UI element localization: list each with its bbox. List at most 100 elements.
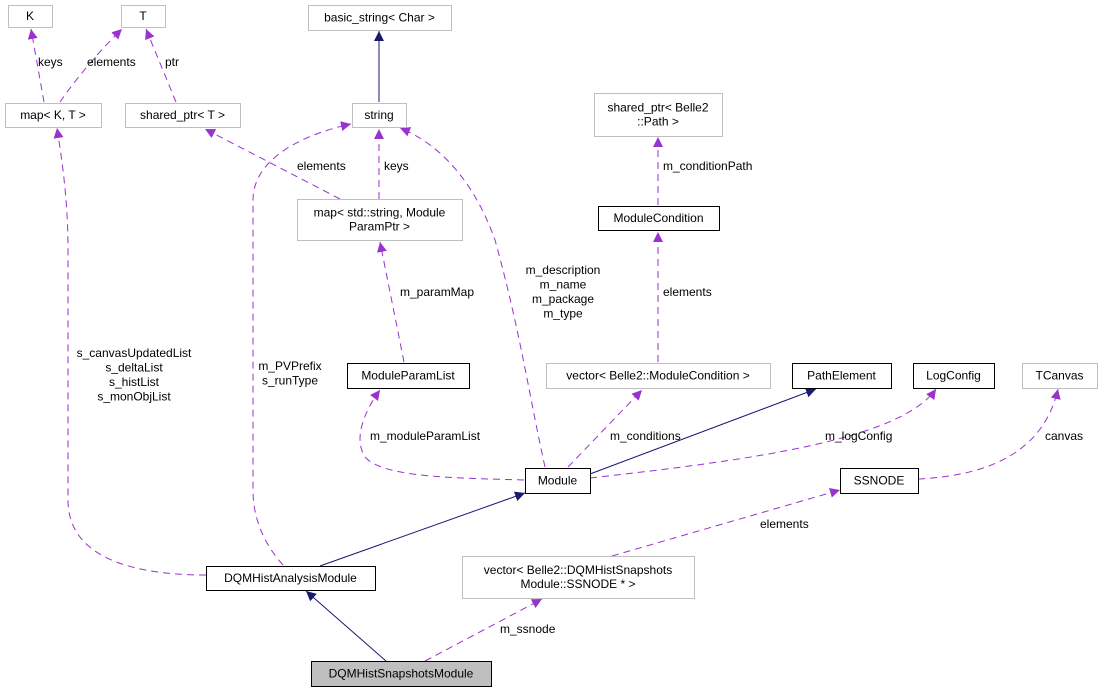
edge-module-path bbox=[589, 387, 817, 475]
edge-label: m_paramMap bbox=[400, 285, 474, 299]
node-label-line: shared_ptr< Belle2 bbox=[607, 101, 708, 115]
node-vector-condition[interactable]: vector< Belle2::ModuleCondition > bbox=[546, 363, 771, 389]
node-label: PathElement bbox=[807, 369, 876, 383]
node-T[interactable]: T bbox=[121, 5, 166, 28]
node-basic-string[interactable]: basic_string< Char > bbox=[308, 5, 452, 31]
node-string[interactable]: string bbox=[352, 103, 407, 128]
edge-mpl-mapparam: m_paramMap bbox=[377, 241, 474, 363]
node-label: K bbox=[26, 9, 34, 23]
node-K[interactable]: K bbox=[8, 5, 53, 28]
node-label-line: PathElement bbox=[807, 369, 876, 383]
edge-label: m_name bbox=[540, 278, 587, 292]
node-label: shared_ptr< T > bbox=[140, 108, 225, 122]
node-log-config[interactable]: LogConfig bbox=[913, 363, 995, 389]
edge-label: m_logConfig bbox=[825, 429, 892, 443]
node-label-line: vector< Belle2::ModuleCondition > bbox=[566, 369, 749, 383]
node-label-line: LogConfig bbox=[926, 369, 981, 383]
node-map-kt[interactable]: map< K, T > bbox=[5, 103, 102, 128]
edge-vcond-cond: elements bbox=[653, 232, 712, 362]
node-path-element[interactable]: PathElement bbox=[792, 363, 892, 389]
edge-label: s_histList bbox=[109, 375, 160, 389]
edge-label: elements bbox=[297, 159, 346, 173]
edge-label: s_deltaList bbox=[105, 361, 163, 375]
node-label-line: K bbox=[26, 9, 34, 23]
edge-label: elements bbox=[760, 517, 809, 531]
node-label-line: vector< Belle2::DQMHistSnapshots bbox=[484, 563, 672, 577]
edge-label: keys bbox=[38, 55, 63, 69]
node-label-line: ModuleCondition bbox=[613, 211, 703, 225]
edge-ssnode-canvas: canvas bbox=[917, 388, 1083, 480]
edge-label: m_description bbox=[526, 263, 601, 277]
edge-module-mpl: m_moduleParamList bbox=[359, 389, 525, 481]
node-shared-ptr-t[interactable]: shared_ptr< T > bbox=[125, 103, 241, 128]
edge-mapparam-string: keys bbox=[374, 129, 409, 199]
node-label-line: SSNODE bbox=[854, 474, 905, 488]
node-module-condition[interactable]: ModuleCondition bbox=[598, 206, 720, 231]
edge-mapkt-K: keys bbox=[27, 28, 63, 103]
edge-label: m_conditionPath bbox=[663, 159, 752, 173]
edge-label: m_type bbox=[543, 307, 583, 321]
node-label: DQMHistSnapshotsModule bbox=[329, 667, 474, 681]
node-label-line: shared_ptr< T > bbox=[140, 108, 225, 122]
node-label: LogConfig bbox=[926, 369, 981, 383]
node-label: string bbox=[364, 108, 393, 122]
edge-label: canvas bbox=[1045, 429, 1083, 443]
node-module[interactable]: Module bbox=[525, 468, 591, 494]
node-label: SSNODE bbox=[854, 474, 905, 488]
node-label-line: DQMHistAnalysisModule bbox=[224, 571, 357, 585]
edge-module-vcond: m_conditions bbox=[567, 389, 681, 468]
node-label-line: string bbox=[364, 108, 393, 122]
node-label: T bbox=[139, 9, 147, 23]
node-dqm-analysis[interactable]: DQMHistAnalysisModule bbox=[206, 566, 376, 591]
node-tcanvas[interactable]: TCanvas bbox=[1022, 363, 1098, 389]
edge-snap-vssnode: m_ssnode bbox=[424, 598, 556, 662]
edge-label: m_package bbox=[532, 292, 594, 306]
edge-snap-analysis bbox=[305, 590, 387, 662]
edge-label: elements bbox=[87, 55, 136, 69]
node-shared-ptr-path[interactable]: shared_ptr< Belle2::Path > bbox=[594, 93, 723, 137]
node-label-line: ParamPtr > bbox=[349, 220, 410, 234]
edge-mapparam-sptr: elements bbox=[204, 128, 346, 200]
edge-label: s_runType bbox=[262, 374, 318, 388]
node-label: basic_string< Char > bbox=[324, 11, 435, 25]
edge-vssnode-ssnode: elements bbox=[611, 487, 841, 557]
node-label: ModuleCondition bbox=[613, 211, 703, 225]
node-module-param-list[interactable]: ModuleParamList bbox=[347, 363, 470, 389]
edge-cond-path: m_conditionPath bbox=[653, 137, 752, 205]
edge-sptr-T: ptr bbox=[145, 28, 179, 103]
node-label: DQMHistAnalysisModule bbox=[224, 571, 357, 585]
node-label-line: map< K, T > bbox=[20, 108, 86, 122]
edge-analysis-module bbox=[319, 491, 526, 567]
node-label: vector< Belle2::ModuleCondition > bbox=[566, 369, 749, 383]
edge-label: elements bbox=[663, 285, 712, 299]
edge-label: s_canvasUpdatedList bbox=[77, 346, 192, 360]
node-label: TCanvas bbox=[1035, 369, 1083, 383]
node-label-line: Module bbox=[538, 474, 578, 488]
node-label-line: DQMHistSnapshotsModule bbox=[329, 667, 474, 681]
node-label-line: Module::SSNODE * > bbox=[520, 577, 635, 591]
node-dqm-snapshots[interactable]: DQMHistSnapshotsModule bbox=[311, 661, 492, 687]
edge-analysis-mapkt: s_canvasUpdatedLists_deltaLists_histList… bbox=[53, 127, 207, 576]
node-label: map< K, T > bbox=[20, 108, 86, 122]
edge-mapkt-T: elements bbox=[59, 28, 136, 103]
edge-label: m_PVPrefix bbox=[258, 359, 321, 373]
edge-label: m_ssnode bbox=[500, 622, 556, 636]
node-label-line: ::Path > bbox=[637, 115, 679, 129]
node-label: Module bbox=[538, 474, 578, 488]
edge-module-log: m_logConfig bbox=[589, 388, 937, 479]
node-label-line: basic_string< Char > bbox=[324, 11, 435, 25]
node-label: ModuleParamList bbox=[361, 369, 455, 383]
edge-label: s_monObjList bbox=[97, 390, 171, 404]
node-label-line: map< std::string, Module bbox=[314, 206, 446, 220]
edge-label: m_moduleParamList bbox=[370, 429, 481, 443]
node-label-line: TCanvas bbox=[1035, 369, 1083, 383]
node-ssnode[interactable]: SSNODE bbox=[840, 468, 919, 494]
node-label-line: T bbox=[139, 9, 147, 23]
